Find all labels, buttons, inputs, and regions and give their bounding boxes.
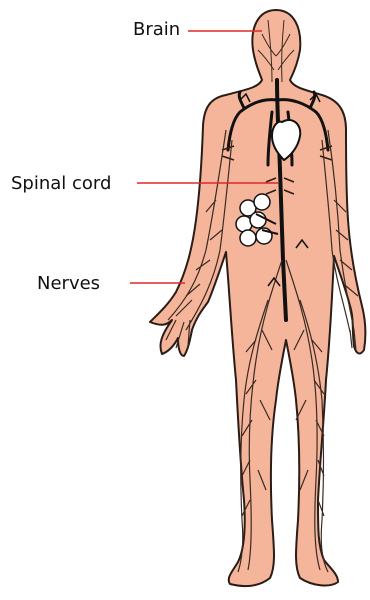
nerves-label: Nerves [37, 275, 100, 293]
brain-label: Brain [133, 21, 180, 39]
body-silhouette [150, 10, 365, 586]
spinal-cord-label: Spinal cord [11, 175, 111, 193]
